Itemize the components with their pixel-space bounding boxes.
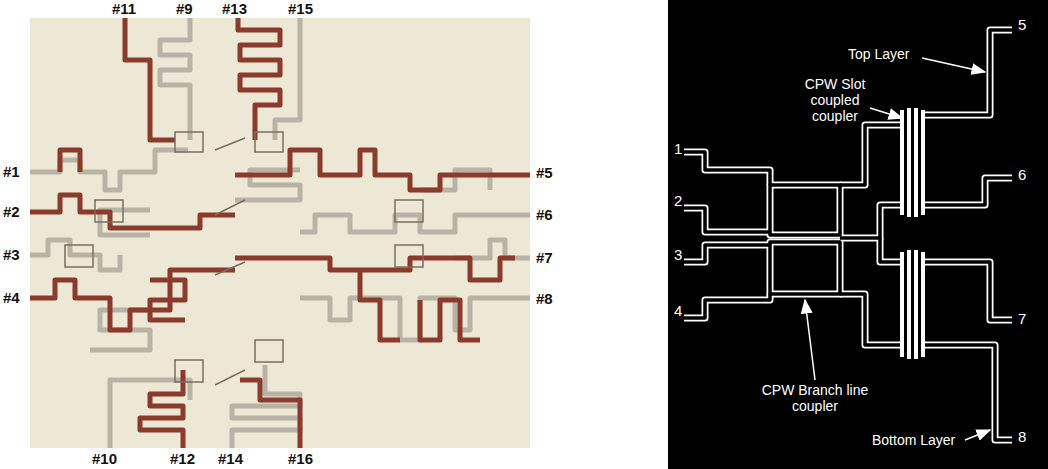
port-number: 6	[1018, 166, 1026, 183]
port-number: 3	[674, 246, 682, 263]
port-number: #15	[288, 0, 313, 17]
component-label: CPW Slot coupled coupler	[790, 76, 880, 124]
port-number: 4	[674, 302, 682, 319]
port-number: #8	[536, 290, 553, 307]
port-number: #7	[536, 249, 553, 266]
port-number: #16	[288, 450, 313, 467]
port-number: #11	[112, 0, 136, 17]
port-number: 8	[1018, 428, 1026, 445]
port-number: 7	[1018, 310, 1026, 327]
port-number: #6	[536, 206, 553, 223]
port-number: #10	[92, 450, 117, 467]
layer-label: Bottom Layer	[872, 432, 955, 448]
port-number: #1	[3, 163, 20, 180]
port-number: 5	[1018, 16, 1026, 33]
port-number: 2	[674, 192, 682, 209]
port-number: #9	[176, 0, 193, 17]
port-number: #13	[222, 0, 247, 17]
port-number: #12	[170, 450, 195, 467]
port-number: #2	[3, 203, 20, 220]
port-number: #14	[218, 450, 243, 467]
port-number: #3	[3, 246, 20, 263]
layer-label: Top Layer	[848, 46, 909, 62]
component-label: CPW Branch line coupler	[760, 382, 870, 414]
port-number: #5	[536, 164, 553, 181]
port-number: #4	[3, 289, 20, 306]
port-number: 1	[674, 140, 682, 157]
